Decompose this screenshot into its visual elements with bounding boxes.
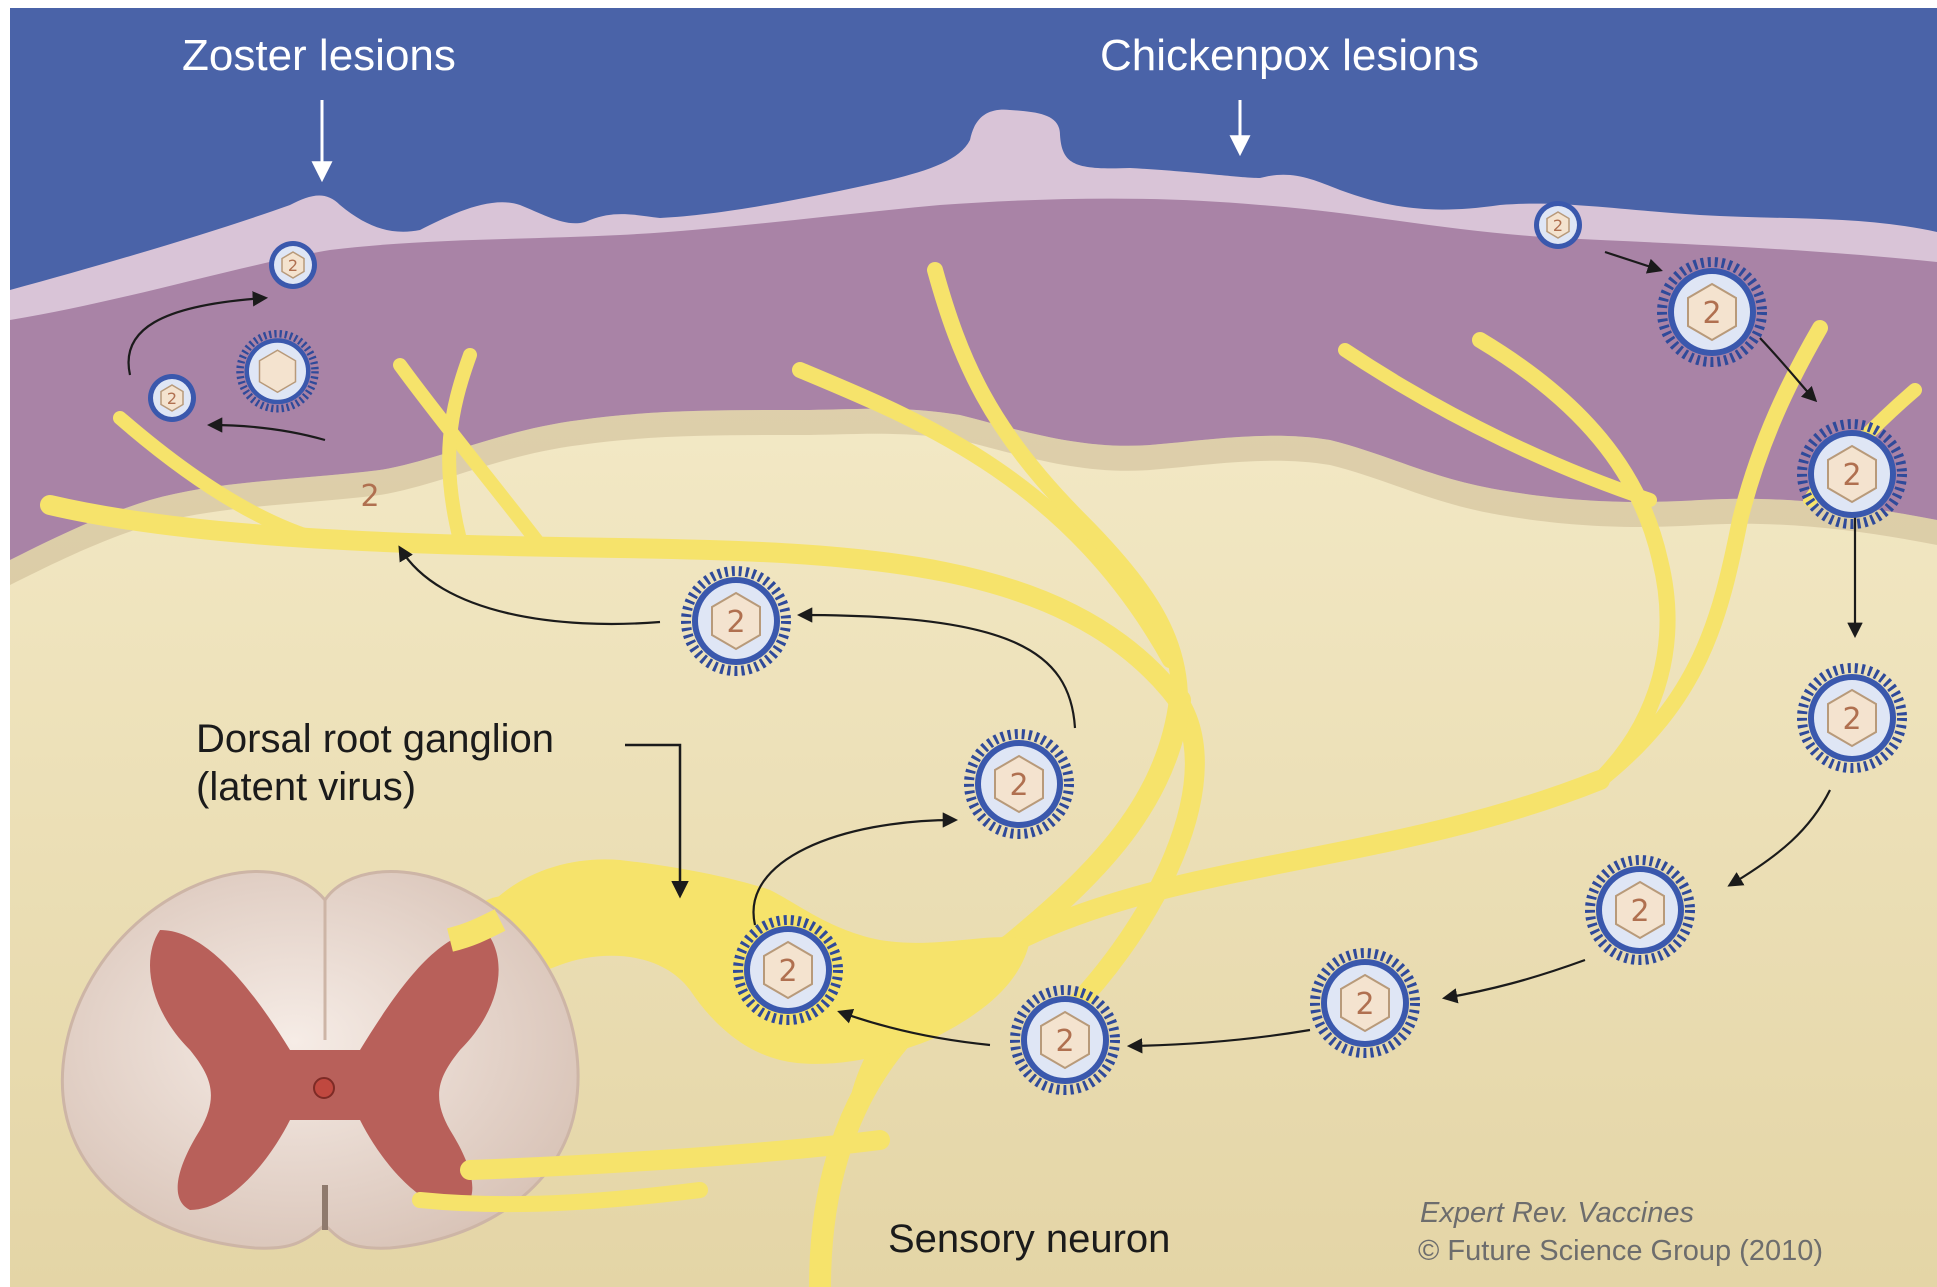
central-canal	[314, 1078, 334, 1098]
viral-genome-glyph: 2	[1842, 458, 1861, 493]
copyright-credit: © Future Science Group (2010)	[1418, 1235, 1823, 1267]
top-border	[0, 0, 1937, 8]
dorsal-root-ganglion-label: Dorsal root ganglion	[196, 717, 554, 761]
viral-genome-glyph: 2	[288, 256, 298, 275]
viral-genome-glyph: 2	[1355, 987, 1374, 1022]
latent-virus-label: (latent virus)	[196, 765, 416, 809]
left-border	[0, 0, 10, 1287]
journal-credit: Expert Rev. Vaccines	[1420, 1197, 1694, 1229]
viral-genome-glyph: 2	[1553, 216, 1563, 235]
chickenpox-lesions-label: Chickenpox lesions	[1100, 31, 1479, 80]
viral-genome-glyph: 2	[726, 605, 745, 640]
viral-genome-glyph: 2	[360, 479, 379, 514]
viral-genome-glyph: 2	[1842, 702, 1861, 737]
viral-genome-glyph: 2	[1009, 768, 1028, 803]
viral-genome-glyph: 2	[1630, 894, 1649, 929]
viral-genome-glyph: 2	[1702, 296, 1721, 331]
viral-genome-glyph: 2	[778, 954, 797, 989]
viral-genome-glyph: 2	[167, 389, 177, 408]
zoster-lesions-label: Zoster lesions	[182, 31, 456, 80]
sensory-neuron-label: Sensory neuron	[888, 1217, 1170, 1261]
viral-genome-glyph: 2	[1055, 1024, 1074, 1059]
